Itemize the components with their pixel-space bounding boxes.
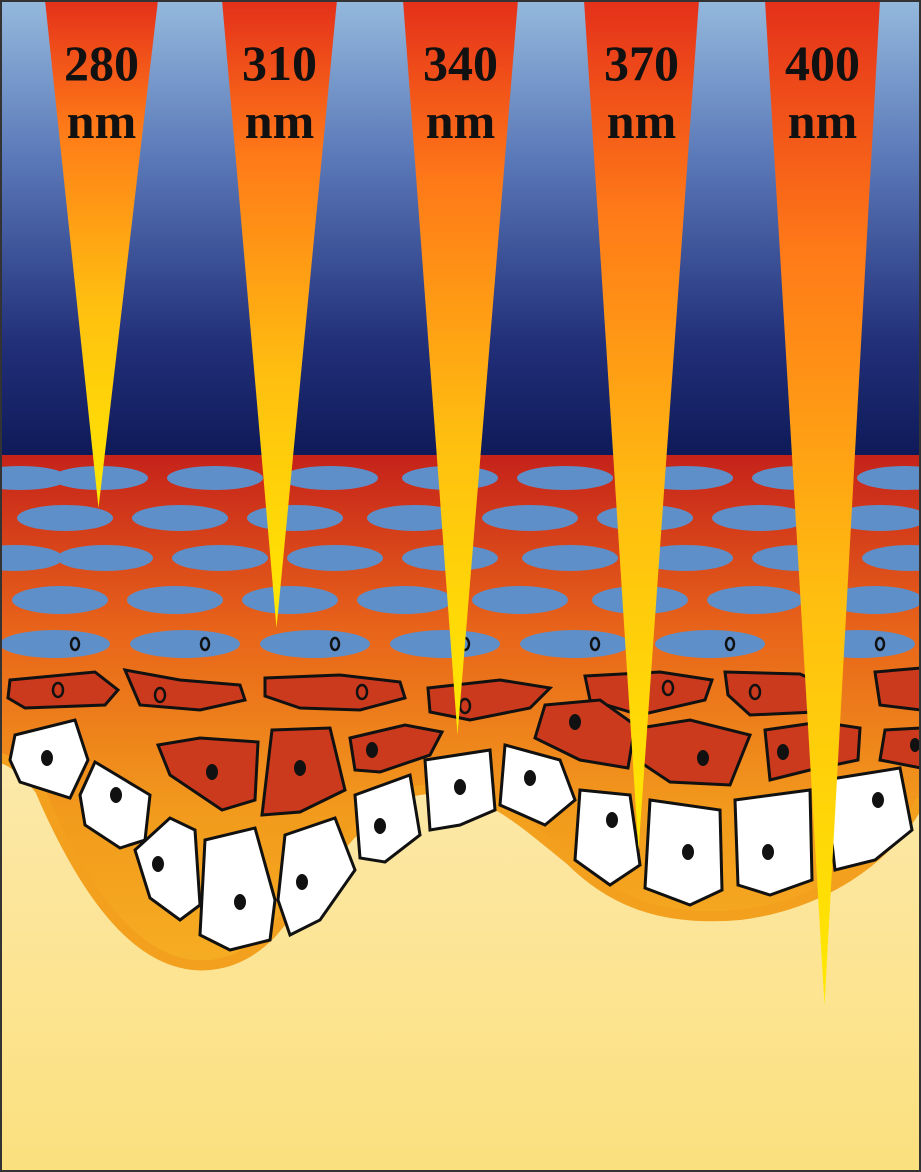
wavelength-unit-label: nm — [426, 93, 495, 149]
corneocyte — [242, 586, 338, 614]
corneocyte — [282, 466, 378, 490]
wavelength-value-label: 340 — [423, 35, 498, 91]
corneocyte — [390, 630, 500, 658]
corneocyte — [707, 586, 803, 614]
wavelength-unit-label: nm — [67, 93, 136, 149]
corneocyte — [0, 630, 110, 658]
corneocyte — [172, 545, 268, 571]
corneocyte — [127, 586, 223, 614]
corneocyte — [517, 466, 613, 490]
corneocyte — [472, 586, 568, 614]
wavelength-unit-label: nm — [788, 93, 857, 149]
corneocyte — [712, 505, 808, 531]
corneocyte — [130, 630, 240, 658]
red-cell — [265, 675, 405, 710]
corneocyte — [520, 630, 630, 658]
corneocyte — [17, 505, 113, 531]
corneocyte — [522, 545, 618, 571]
wavelength-value-label: 310 — [242, 35, 317, 91]
wavelength-value-label: 400 — [785, 35, 860, 91]
corneocyte — [132, 505, 228, 531]
wavelength-unit-label: nm — [607, 93, 676, 149]
corneocyte — [287, 545, 383, 571]
corneocyte — [482, 505, 578, 531]
wavelength-value-label: 370 — [604, 35, 679, 91]
corneocyte — [57, 545, 153, 571]
wavelength-value-label: 280 — [64, 35, 139, 91]
red-cell — [875, 668, 921, 710]
white-cell — [735, 790, 812, 895]
wavelength-unit-label: nm — [245, 93, 314, 149]
corneocyte — [12, 586, 108, 614]
corneocyte — [655, 630, 765, 658]
corneocyte — [247, 505, 343, 531]
corneocyte — [260, 630, 370, 658]
corneocyte — [167, 466, 263, 490]
corneocyte — [357, 586, 453, 614]
